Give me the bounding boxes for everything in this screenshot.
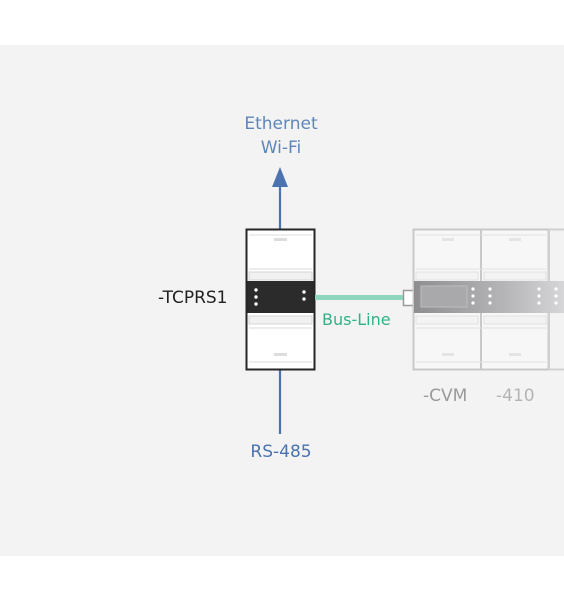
cvm-label: -CVM bbox=[423, 386, 468, 406]
bus-line-label: Bus-Line bbox=[322, 310, 391, 329]
rs485-label: RS-485 bbox=[250, 442, 312, 462]
bus-line-connector bbox=[315, 295, 404, 300]
ethernet-label: Ethernet bbox=[244, 114, 318, 134]
wifi-label: Wi-Fi bbox=[260, 138, 302, 158]
module-410-label: -410 bbox=[496, 386, 535, 406]
network-label: Ethernet Wi-Fi bbox=[238, 112, 324, 160]
arrow-head-icon bbox=[272, 167, 288, 187]
tcprs1-module bbox=[245, 228, 316, 371]
bus-plug bbox=[402, 289, 415, 307]
tcprs1-label: -TCPRS1 bbox=[158, 288, 228, 308]
cvm-410-modules bbox=[412, 228, 564, 371]
network-arrow bbox=[272, 167, 288, 229]
